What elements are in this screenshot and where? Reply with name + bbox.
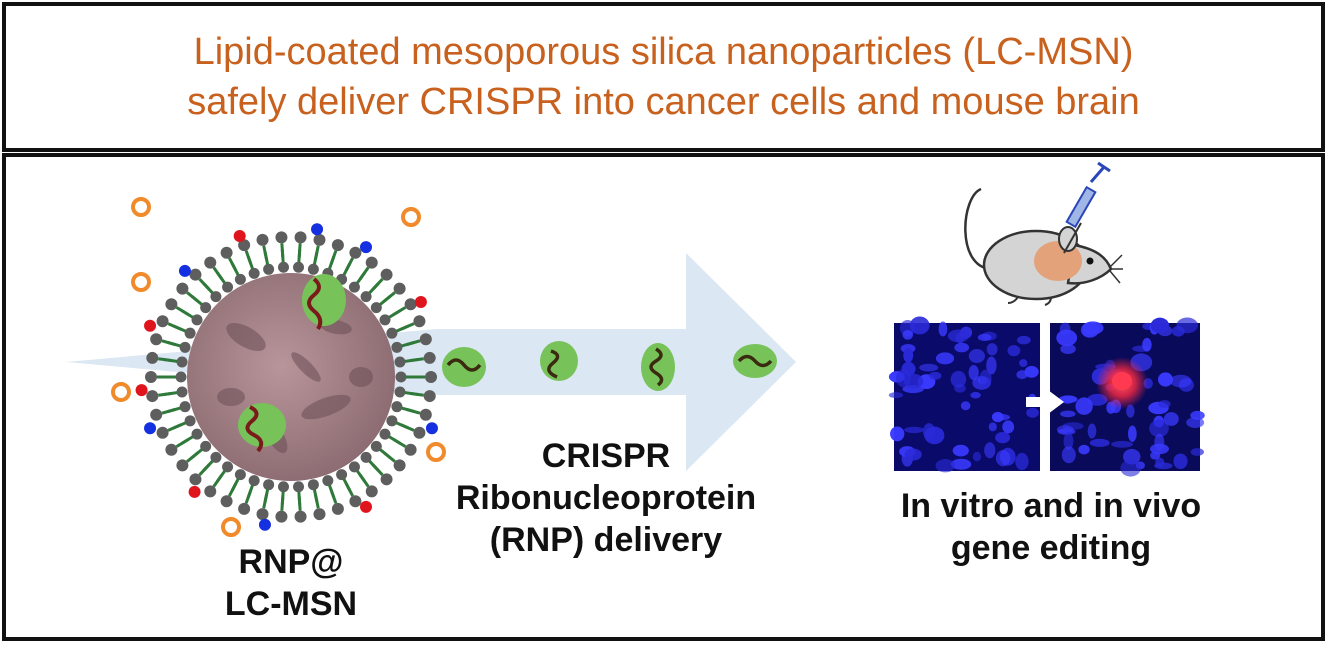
delivery-label-line-1: CRISPR [541,437,671,475]
delivery-label-line-3: (RNP) delivery [489,521,723,559]
particle-label: RNP@ LC-MSN [196,541,386,625]
fluorescence-after [1050,317,1205,477]
result-label-line-1: In vitro and in vivo [900,487,1202,525]
figure-art [66,161,1205,537]
delivery-label-line-2: Ribonucleoprotein [455,479,757,517]
syringe-icon [1063,161,1111,254]
particle-label-line-1: RNP@ [238,543,344,581]
title-line-1: Lipid-coated mesoporous silica nanoparti… [193,31,1134,73]
released-rnps [442,341,777,391]
result-label: In vitro and in vivo gene editing [861,485,1241,569]
title-box: Lipid-coated mesoporous silica nanoparti… [2,2,1325,152]
particle-label-line-2: LC-MSN [224,585,358,623]
rnp-icon [540,341,578,381]
rnp-icon [641,343,675,391]
arrow-icon [1026,390,1064,414]
fluorescence-before [888,316,1040,473]
rnp-icon [733,344,777,378]
result-label-line-2: gene editing [950,529,1152,567]
embedded-rnp-2 [238,403,286,453]
embedded-rnp-1 [302,274,346,331]
title-line-2: safely deliver CRISPR into cancer cells … [187,81,1140,123]
delivery-label: CRISPR Ribonucleoprotein (RNP) delivery [416,435,796,561]
figure-panel: RNP@ LC-MSN CRISPR Ribonucleoprotein (RN… [2,153,1325,641]
rnp-icon [442,347,486,387]
mouse-icon [964,187,1123,306]
nanoparticle-icon [111,197,446,537]
